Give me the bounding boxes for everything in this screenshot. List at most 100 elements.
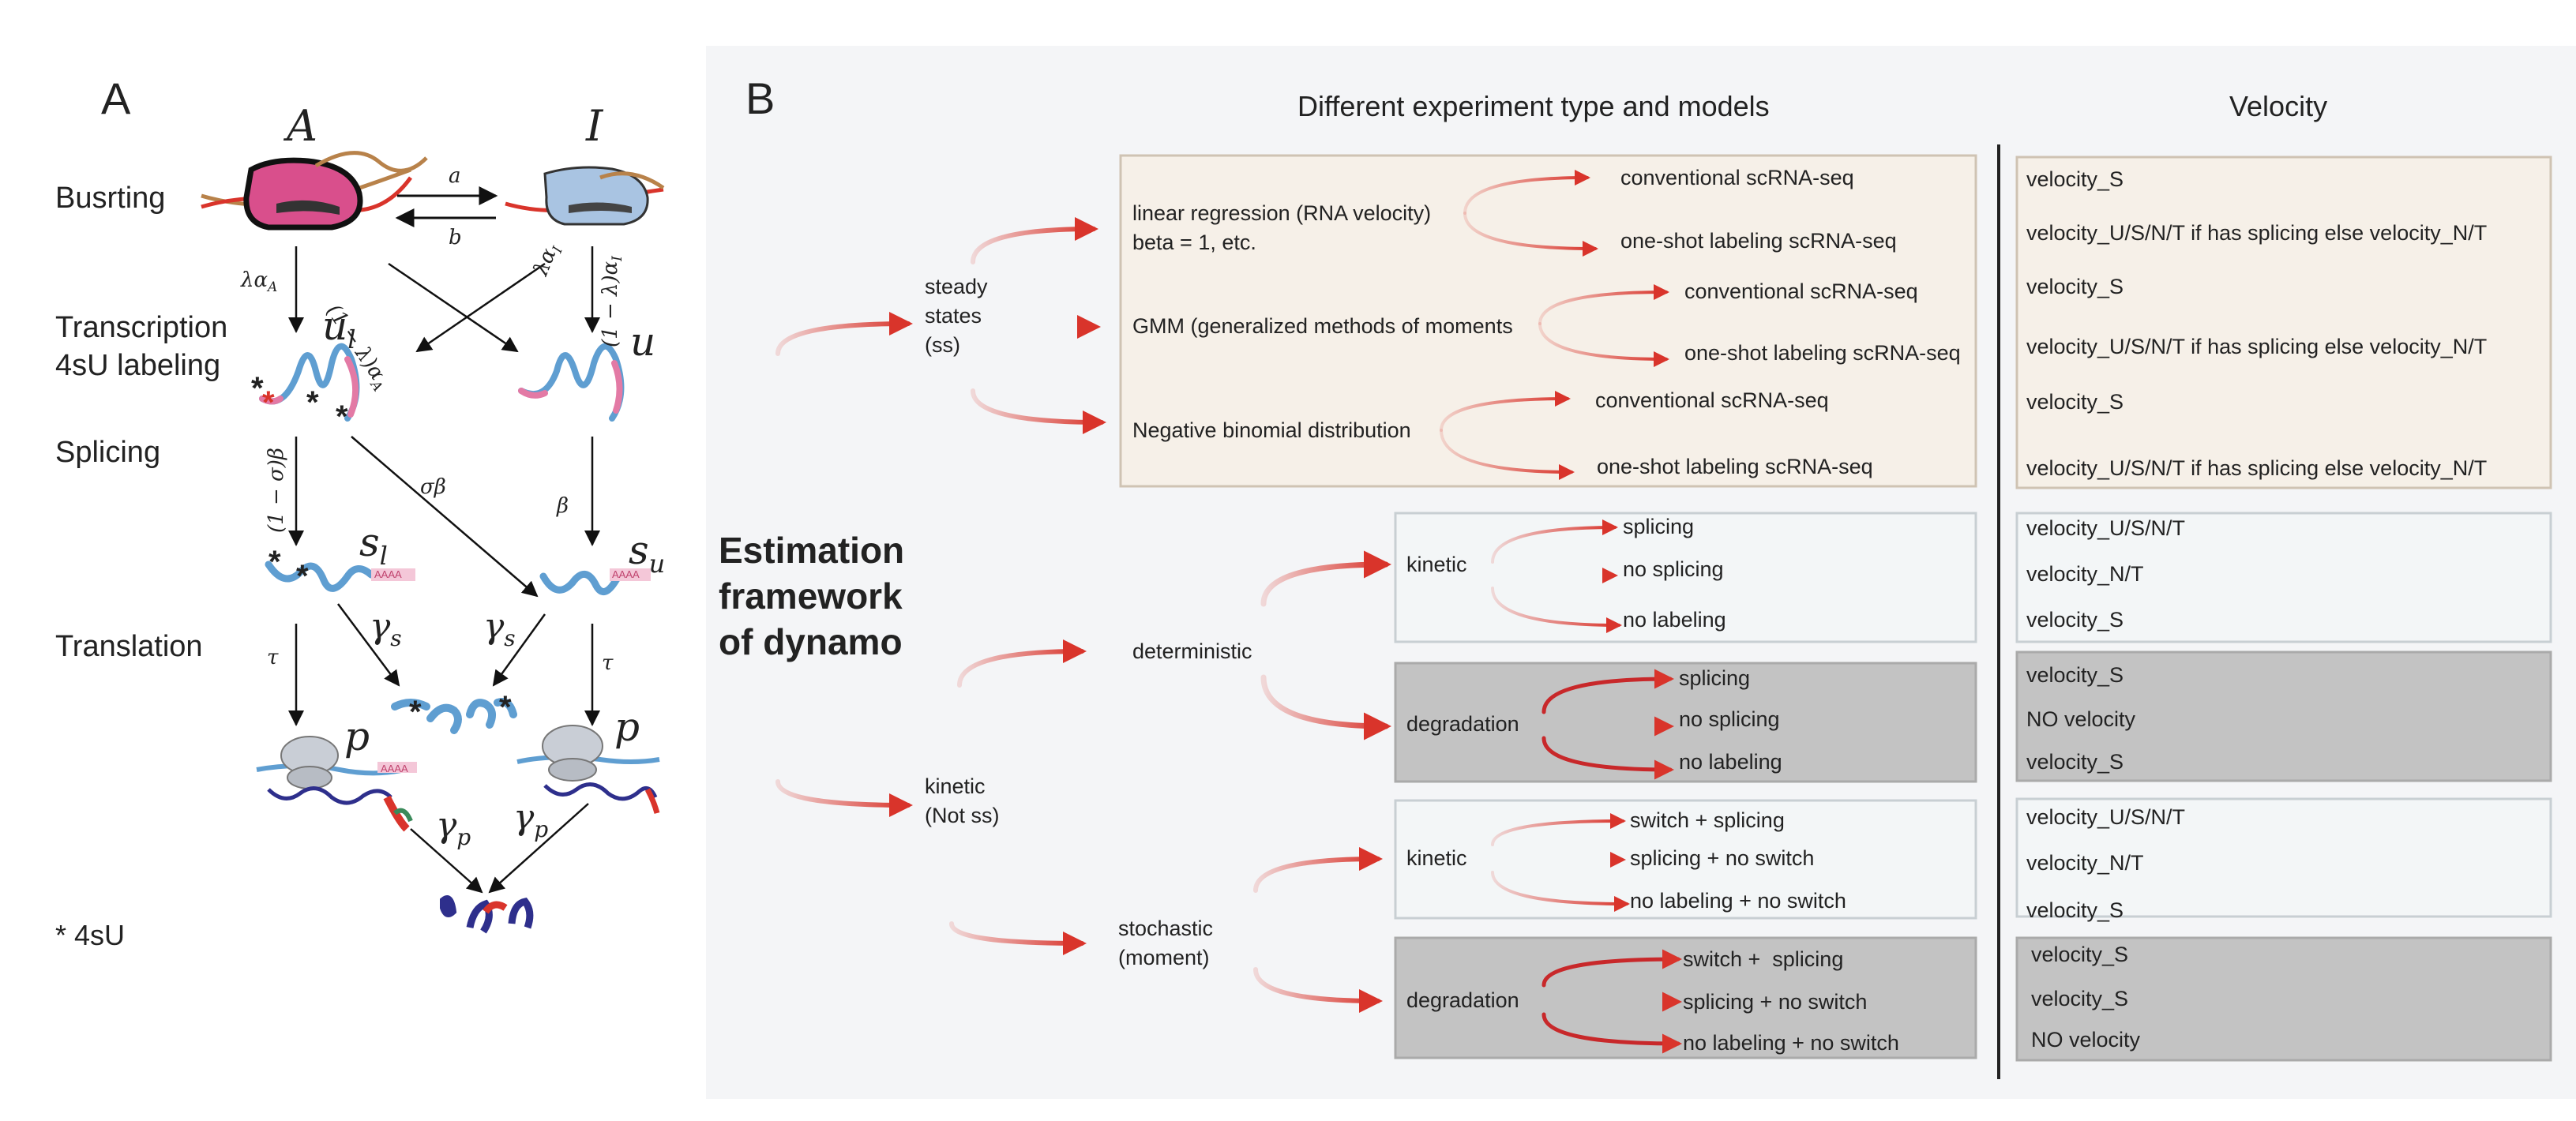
ss-leaf-1: conventional scRNA-seq <box>1620 166 1854 189</box>
unlabeled-ribosome-icon <box>516 725 660 814</box>
sto-kinetic-leaf-1: switch + splicing <box>1630 808 1785 832</box>
kinetic-line-2: (Not ss) <box>925 804 1000 827</box>
var-s-labeled-text: s <box>359 519 380 565</box>
rate-gamma-s-labeled-text: γ <box>370 606 391 647</box>
sto-degradation-leaf-2: splicing + no switch <box>1683 990 1868 1014</box>
unlabeled-rna-degradation-arrow <box>492 613 546 687</box>
labeled-spliced-rna-icon <box>265 560 415 592</box>
ss-leaf-3: conventional scRNA-seq <box>1684 279 1918 303</box>
velocity-sto-kinetic-3: velocity_S <box>2026 898 2124 922</box>
var-s-unlabeled: su <box>629 527 665 579</box>
det-degradation-leaf-2: no splicing <box>1679 707 1780 731</box>
ss-leaf-6: one-shot labeling scRNA-seq <box>1597 455 1873 478</box>
active-state-label: A <box>287 101 317 151</box>
steady-states-line-2: states <box>925 304 982 328</box>
ss-method-linear-regression-line-2: beta = 1, etc. <box>1132 231 1256 254</box>
var-p-unlabeled: p <box>614 704 640 750</box>
var-s-labeled-sub: l <box>379 541 388 571</box>
var-s-labeled: sl <box>359 519 388 571</box>
det-kinetic-leaf-1: splicing <box>1623 515 1695 538</box>
velocity-sto-degradation-3: NO velocity <box>2031 1028 2141 1052</box>
stochastic-line-1: stochastic <box>1118 917 1214 940</box>
polya-labeled: AAAA <box>374 568 402 580</box>
velocity-ss-6: velocity_U/S/N/T if has splicing else ve… <box>2026 456 2488 480</box>
velocity-det-kinetic-3: velocity_S <box>2026 608 2124 632</box>
velocity-ss-2: velocity_U/S/N/T if has splicing else ve… <box>2026 221 2488 245</box>
unlabeled-unspliced-rna-icon <box>518 343 625 422</box>
rate-gamma-s-unlabeled: γs <box>483 606 516 651</box>
steady-states-line-3: (ss) <box>925 333 960 357</box>
labeled-ribosome-icon <box>256 736 417 832</box>
sigma-beta-splicing-arrow <box>351 436 539 598</box>
sto-degradation-box <box>1394 936 1977 1059</box>
labeled-unspliced-rna-icon <box>259 343 360 422</box>
velocity-det-kinetic-2: velocity_N/T <box>2026 562 2144 586</box>
velocity-sto-degradation-2: velocity_S <box>2031 987 2129 1010</box>
sto-degradation-leaf-3: no labeling + no switch <box>1683 1031 1899 1055</box>
sto-kinetic-leaf-2: splicing + no switch <box>1630 846 1815 870</box>
det-degradation-leaf-1: splicing <box>1679 666 1751 690</box>
rate-gamma-p-unlabeled-sub: p <box>534 815 549 842</box>
rate-sigma-beta: σβ <box>420 475 446 499</box>
var-u-labeled-sub: l <box>347 324 356 354</box>
rate-b-label: b <box>449 226 462 249</box>
det-kinetic-box <box>1394 512 1977 643</box>
rate-gamma-p-labeled: γp <box>436 805 471 850</box>
unlabeled-transcription-active-arrow <box>388 262 519 353</box>
sto-kinetic-leaf-3: no labeling + no switch <box>1630 889 1846 913</box>
velocity-ss-box <box>2015 156 2552 489</box>
var-p-labeled: p <box>344 714 370 759</box>
stage-label-bursting: Busrting <box>55 182 166 215</box>
header-velocity: Velocity <box>2229 90 2328 122</box>
unlabeled-protein-degradation-arrow <box>488 803 589 894</box>
det-degradation-leaf-3: no labeling <box>1679 750 1782 774</box>
steady-states-line-1: steady <box>925 275 988 298</box>
det-kinetic-leaf-2: no splicing <box>1623 557 1724 581</box>
det-kinetic-leaf-3: no labeling <box>1623 608 1726 632</box>
labeled-transcription-inactive-arrow <box>415 262 546 353</box>
var-s-unlabeled-sub: u <box>648 549 666 579</box>
degraded-rna-fragments-icon <box>391 698 517 734</box>
footnote-4su: * 4sU <box>55 919 126 951</box>
panel-b-label: B <box>745 73 775 123</box>
stage-label-splicing: Splicing <box>55 436 161 469</box>
stochastic-line-2: (moment) <box>1118 946 1210 969</box>
det-degradation-box <box>1394 662 1977 783</box>
rate-lambda-alpha-a: λαA <box>241 268 277 295</box>
velocity-det-degradation-2: NO velocity <box>2026 707 2136 731</box>
var-u-unlabeled: u <box>630 319 656 365</box>
velocity-det-kinetic-1: velocity_U/S/N/T <box>2026 516 2186 540</box>
rate-gamma-s-unlabeled-text: γ <box>483 606 505 647</box>
label-marker-2: * <box>262 385 275 420</box>
rate-one-minus-lambda-alpha-i-sub: I <box>610 256 626 261</box>
degraded-protein-fragments-icon <box>440 895 534 934</box>
ss-leaf-4: one-shot labeling scRNA-seq <box>1684 341 1961 365</box>
rate-gamma-s-unlabeled-sub: s <box>504 624 516 651</box>
ss-leaf-5: conventional scRNA-seq <box>1595 388 1829 412</box>
velocity-ss-3: velocity_S <box>2026 275 2124 298</box>
framework-title-line-3: of dynamo <box>719 621 903 662</box>
sto-kinetic-label: kinetic <box>1406 846 1467 870</box>
rate-beta: β <box>557 494 569 518</box>
framework-title-line-2: framework <box>719 575 903 617</box>
velocity-det-degradation-1: velocity_S <box>2026 663 2124 687</box>
branch-arrows <box>775 170 1682 1054</box>
velocity-ss-4: velocity_U/S/N/T if has splicing else ve… <box>2026 335 2488 358</box>
deterministic-node: deterministic <box>1132 639 1252 663</box>
stage-label-transcription: Transcription <box>55 311 228 344</box>
sto-degradation-label: degradation <box>1406 988 1519 1012</box>
var-u-labeled: ul <box>322 303 355 354</box>
kinetic-line-1: kinetic <box>925 774 986 798</box>
labeled-rna-degradation-arrow <box>336 603 400 687</box>
velocity-sto-kinetic-box <box>2015 797 2552 918</box>
steady-state-box <box>1119 154 1977 488</box>
velocity-det-degradation-box <box>2015 650 2552 782</box>
rate-gamma-p-labeled-text: γ <box>436 805 457 845</box>
rate-one-minus-lambda-alpha-i-text: (1 − λ)α <box>599 261 622 347</box>
rate-tau-unlabeled: τ <box>602 651 614 675</box>
kinetic-node: kinetic (Not ss) <box>925 772 1000 830</box>
rate-gamma-s-labeled: γs <box>370 606 402 651</box>
header-models: Different experiment type and models <box>1297 90 1770 122</box>
velocity-sto-kinetic-1: velocity_U/S/N/T <box>2026 805 2186 829</box>
